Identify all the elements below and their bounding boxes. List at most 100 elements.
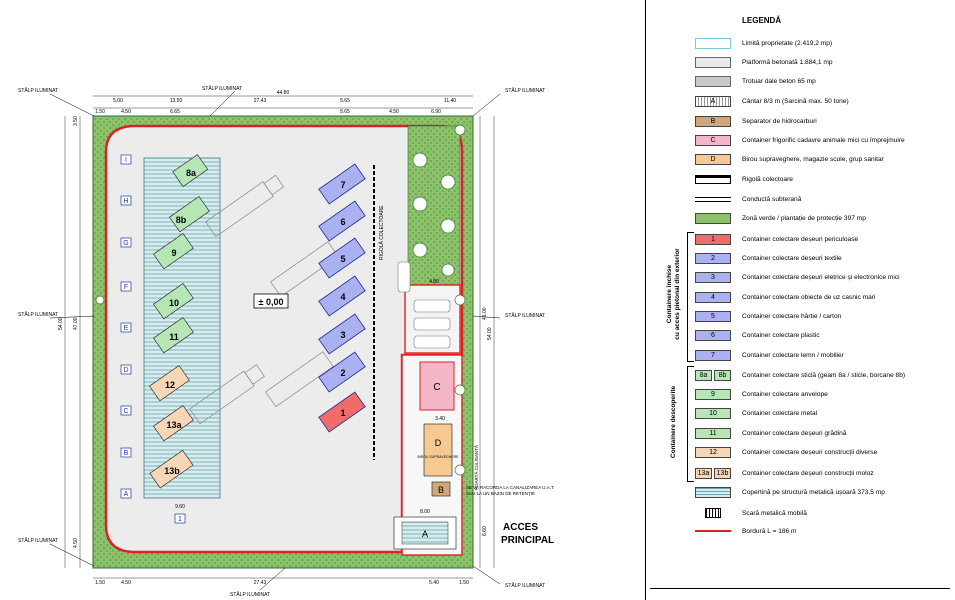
legend-swatch: 5 bbox=[695, 310, 731, 322]
street-light-label: STÂLP ILUMINAT bbox=[18, 311, 58, 318]
legend-item-text: Container colectare obiecte de uz casnic… bbox=[742, 293, 876, 301]
legend-swatch: 3 bbox=[695, 271, 731, 283]
legend-item-text: Container frigorific cadavre animale mic… bbox=[742, 136, 905, 144]
container-4-label: 4 bbox=[340, 292, 345, 302]
svg-text:45.00: 45.00 bbox=[482, 307, 488, 320]
block-c: C bbox=[433, 382, 440, 393]
legend-swatch: 2 bbox=[695, 252, 731, 264]
group-label-open: Containere descoperite bbox=[670, 385, 677, 459]
svg-text:6.60: 6.60 bbox=[482, 526, 488, 536]
street-light-label: STÂLP ILUMINAT bbox=[505, 312, 545, 319]
legend-swatch: A bbox=[695, 95, 731, 107]
legend-swatch: 6 bbox=[695, 329, 731, 341]
legend-item-text: Zonă verde / plantație de protecție 397 … bbox=[742, 214, 866, 222]
svg-text:9.60: 9.60 bbox=[175, 504, 185, 510]
side-letter: 1 bbox=[178, 516, 182, 523]
channel-label: RIGOLĂ COLECTOARE bbox=[378, 205, 385, 260]
svg-text:1.50: 1.50 bbox=[95, 109, 105, 115]
legend-item-text: Container colectare lemn / mobilier bbox=[742, 351, 844, 359]
group-bracket-open bbox=[687, 366, 694, 482]
legend-item-text: Container colectare deșeuri textile bbox=[742, 254, 842, 262]
svg-text:6.65: 6.65 bbox=[170, 109, 180, 115]
legend-item: Rigolă colectoare bbox=[695, 172, 793, 186]
side-letter: I bbox=[125, 157, 127, 164]
legend-swatch: D bbox=[695, 153, 731, 165]
container-13a-label: 13a bbox=[166, 420, 182, 430]
legend-item-text: Conductă subterană bbox=[742, 195, 802, 203]
svg-text:1.50: 1.50 bbox=[459, 580, 469, 586]
elevation-label: ± 0,00 bbox=[259, 297, 284, 307]
street-light-label: STÂLP ILUMINAT bbox=[505, 87, 545, 94]
svg-text:27.43: 27.43 bbox=[254, 580, 267, 586]
svg-text:54.00: 54.00 bbox=[487, 327, 493, 340]
legend-item: 2 Container colectare deșeuri textile bbox=[695, 251, 842, 265]
legend-item: Trotuar dale beton 65 mp bbox=[695, 74, 816, 88]
svg-text:5.65: 5.65 bbox=[340, 109, 350, 115]
container-6-label: 6 bbox=[340, 217, 345, 227]
legend-item-text: Rigolă colectoare bbox=[742, 175, 793, 183]
container-10-label: 10 bbox=[169, 298, 179, 308]
block-d: D bbox=[435, 438, 442, 448]
legend-swatch bbox=[695, 56, 731, 68]
legend-item-text: Trotuar dale beton 65 mp bbox=[742, 77, 816, 85]
svg-text:4.80: 4.80 bbox=[429, 279, 439, 285]
legend-swatch: 12 bbox=[695, 446, 731, 458]
legend-item: Copertină pe structură metalică ușoară 3… bbox=[695, 485, 885, 499]
street-light-label: STÂLP ILUMINAT bbox=[18, 537, 58, 544]
svg-text:5.40: 5.40 bbox=[429, 580, 439, 586]
side-letter: F bbox=[124, 284, 128, 291]
legend-swatch bbox=[695, 525, 731, 537]
legend-swatch bbox=[695, 507, 731, 519]
container-8b-label: 8b bbox=[176, 215, 187, 225]
legend-item: Scară metalică mobilă bbox=[695, 506, 807, 520]
container-9-label: 9 bbox=[171, 248, 176, 258]
legend-item: 6 Container colectare plastic bbox=[695, 328, 820, 342]
legend-item-text: Container colectare deșeuri eletrice și … bbox=[742, 273, 900, 281]
legend-item: 5 Container colectare hârtie / carton bbox=[695, 309, 841, 323]
svg-text:3.50: 3.50 bbox=[73, 116, 79, 126]
gate-label: POARTĂ CULISANTĂ bbox=[473, 445, 479, 490]
container-8a-label: 8a bbox=[186, 168, 197, 178]
side-letter: H bbox=[123, 198, 128, 205]
street-light-label: STÂLP ILUMINAT bbox=[202, 85, 242, 92]
svg-text:27.43: 27.43 bbox=[254, 98, 267, 104]
svg-text:4.50: 4.50 bbox=[389, 109, 399, 115]
note-line-1: SE VA RACORDA LA CANALIZAREA U.A.T. bbox=[466, 485, 554, 490]
svg-text:4.50: 4.50 bbox=[121, 580, 131, 586]
legend-item-text: Container colectare plastic bbox=[742, 331, 820, 339]
svg-text:3.40: 3.40 bbox=[435, 416, 445, 422]
svg-text:44.80: 44.80 bbox=[277, 90, 290, 96]
container-5-label: 5 bbox=[340, 254, 345, 264]
svg-text:47.00: 47.00 bbox=[73, 317, 79, 330]
legend-footer-line bbox=[650, 588, 950, 589]
container-3-label: 3 bbox=[340, 330, 345, 340]
legend-item-text: Container colectare deșeuri periculoase bbox=[742, 235, 859, 243]
legend-swatch bbox=[695, 212, 731, 224]
legend-item: Platformă betonată 1.884,1 mp bbox=[695, 55, 833, 69]
side-letter: G bbox=[123, 240, 128, 247]
block-a: A bbox=[422, 529, 428, 539]
legend-swatch: B bbox=[695, 115, 731, 127]
legend-item-text: Container colectare deșeuri construcții … bbox=[742, 448, 878, 456]
legend-swatch: 4 bbox=[695, 291, 731, 303]
access-label-2: PRINCIPAL bbox=[501, 535, 554, 546]
container-12-label: 12 bbox=[165, 380, 175, 390]
container-13b-label: 13b bbox=[164, 466, 180, 476]
legend-item-text: Container colectare hârtie / carton bbox=[742, 312, 842, 320]
legend-swatch: 10 bbox=[695, 407, 731, 419]
svg-text:11.40: 11.40 bbox=[444, 98, 456, 104]
svg-text:54.00: 54.00 bbox=[58, 317, 64, 330]
svg-text:5.65: 5.65 bbox=[340, 98, 350, 104]
legend-item: 3 Container colectare deșeuri eletrice și… bbox=[695, 270, 900, 284]
note-line-2: SAU LA UN BAZIN DE RETENȚIE bbox=[466, 491, 535, 496]
container-11-label: 11 bbox=[169, 332, 179, 342]
